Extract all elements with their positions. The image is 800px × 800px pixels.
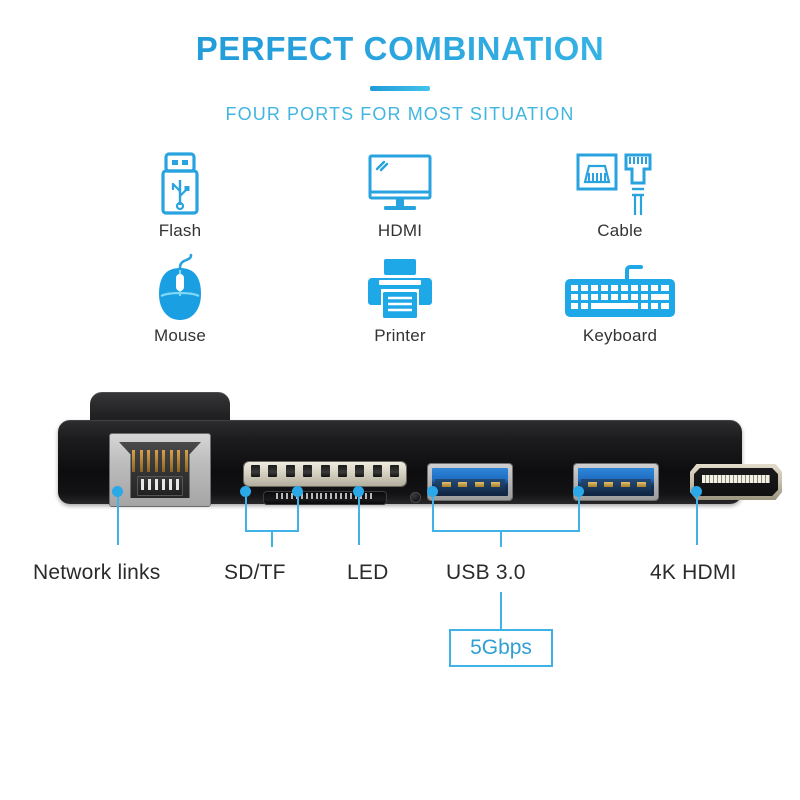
monitor-hdmi-icon [362, 150, 438, 218]
usb-port-1-tongue [435, 479, 505, 491]
callout-network-links: Network links [33, 561, 161, 584]
led-indicator [410, 492, 421, 503]
page-title: PERFECT COMBINATION [0, 30, 800, 68]
ethernet-cable-icon [574, 150, 666, 218]
hub-body [58, 420, 782, 506]
header: PERFECT COMBINATION FOUR PORTS FOR MOST … [0, 0, 800, 125]
callout-line-led [358, 497, 360, 545]
ethernet-latch-pins [141, 479, 179, 490]
callout-line-usb-stem [500, 530, 502, 547]
callout-sd-tf: SD/TF [224, 561, 286, 584]
sd-card-contacts [251, 465, 399, 477]
ethernet-port [110, 434, 210, 506]
callout-hdmi: 4K HDMI [650, 561, 737, 584]
sd-card-slot [244, 462, 406, 486]
hdmi-port [690, 464, 782, 500]
feature-item-keyboard: Keyboard [510, 255, 730, 360]
tf-card-contacts [276, 493, 372, 499]
usb-port-1-pins [442, 482, 500, 487]
feature-label-flash: Flash [158, 221, 202, 240]
callout-led: LED [347, 561, 389, 584]
callout-usb: USB 3.0 [446, 561, 526, 584]
mouse-icon [149, 253, 211, 323]
printer-icon [362, 255, 438, 323]
usb-port-2-cavity [578, 468, 654, 496]
feature-item-cable: Cable [510, 150, 730, 255]
feature-label-mouse: Mouse [153, 326, 207, 345]
page-subtitle: FOUR PORTS FOR MOST SITUATION [225, 104, 575, 124]
speed-badge: 5Gbps [449, 629, 553, 667]
feature-icon-grid: Flash HDMI [70, 150, 730, 360]
usb-port-1 [428, 464, 512, 500]
feature-label-printer: Printer [374, 326, 426, 345]
title-divider-bar [370, 86, 430, 91]
usb-port-2 [574, 464, 658, 500]
usb-port-2-pins [588, 482, 646, 487]
callout-bracket-sdtf [245, 530, 299, 532]
keyboard-icon [561, 255, 679, 323]
speed-badge-label: 5Gbps [470, 636, 532, 659]
ethernet-pins [132, 450, 188, 472]
tf-card-slot [264, 492, 386, 504]
ethernet-latch [137, 476, 183, 496]
usb-port-2-tongue [581, 479, 651, 491]
feature-item-hdmi: HDMI [290, 150, 510, 255]
callout-line-hdmi [696, 497, 698, 545]
usb-flash-drive-icon [150, 150, 210, 218]
feature-label-cable: Cable [597, 221, 643, 240]
hdmi-port-pins [702, 475, 770, 483]
usb-port-1-cavity [432, 468, 508, 496]
callout-bracket-usb [432, 530, 580, 532]
feature-item-mouse: Mouse [70, 253, 290, 360]
feature-item-printer: Printer [290, 255, 510, 360]
feature-item-flash: Flash [70, 150, 290, 255]
usb-hub-device [58, 392, 782, 506]
feature-label-hdmi: HDMI [377, 221, 423, 240]
callout-line-sdtf-stem [271, 530, 273, 547]
callout-line-speed [500, 592, 502, 630]
feature-label-keyboard: Keyboard [582, 326, 658, 345]
